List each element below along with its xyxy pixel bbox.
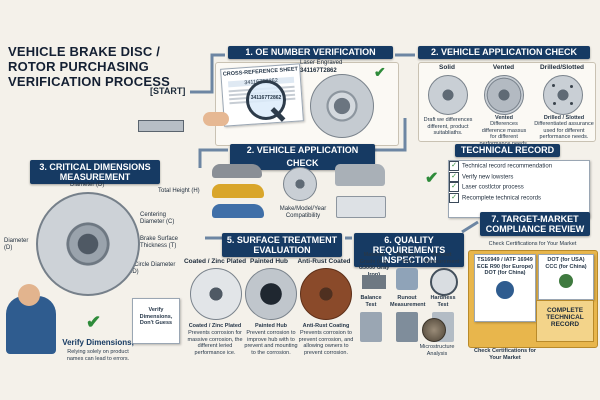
drilled-caption: Differentiated assurance used for differ… (534, 121, 594, 140)
verify-check-icon: ✔ (86, 312, 102, 332)
verify-caption: Relying solely on product names can lead… (66, 349, 130, 362)
tech-record-item: ✓Verify new lowsters (449, 171, 589, 183)
drilled-caption-title: Drilled / Slotted (543, 115, 585, 121)
complete-record-label: COMPLETE TECHNICAL RECORD (546, 307, 584, 328)
cert-right: DOT (for USA) CCC (for China) (538, 254, 594, 300)
solid-rotor-icon (428, 75, 468, 115)
tech-record-item: ✓Technical record recommendation (449, 161, 589, 172)
cert-left: TS16949 / IATF 16949 ECE R90 (for Europe… (474, 254, 536, 322)
suv-icon (335, 164, 385, 186)
tech-record-item: ✓Recomplete technical records (449, 192, 589, 204)
step7-bottom-caption: Check Certifications for Your Market (473, 348, 537, 361)
microstructure-icon (422, 318, 446, 342)
balance-top-label: Balance Test (396, 252, 418, 265)
cert-left-line: TS16949 / IATF 16949 (477, 257, 533, 263)
coated-rotor-icon (190, 268, 242, 320)
cert-right-line: CCC (for China) (545, 263, 587, 270)
antirust-caption-title: Anti-Rust Coating (302, 323, 350, 329)
clipboard-text: Verify Dimensions, Don't Guess (139, 307, 173, 326)
magnifier-code: 341167T2862 (250, 95, 282, 101)
balance-machine-icon (396, 268, 418, 290)
magnifier: 341167T2862 (246, 80, 286, 120)
check-icon: ✔ (374, 64, 386, 80)
coated-caption-title: Coated / Zinc Plated (188, 323, 242, 329)
cert-seal-icon (559, 274, 573, 288)
tech-record-item: ✓Laser costlctor process (449, 182, 589, 193)
measured-rotor-icon (36, 192, 140, 296)
runout-tester-icon (396, 312, 418, 342)
step7-subtitle: Check Certifications for Your Market (488, 241, 577, 247)
compat-rotor-icon (283, 167, 317, 201)
car-blue-icon (212, 204, 264, 218)
painted-caption: Prevent corrosion to improve hub with to… (244, 330, 298, 356)
tech-record-banner: TECHNICAL RECORD (455, 144, 560, 157)
hardness-label: Hardness Test (430, 295, 456, 308)
vented-rotor-icon (484, 75, 524, 115)
complete-record-tab: COMPLETE TECHNICAL RECORD (536, 300, 594, 342)
gray-iron-block-icon (362, 275, 386, 289)
step6-banner: 6. QUALITY REQUIREMENTS INSPECTION (354, 233, 464, 267)
step1-banner: 1. OE NUMBER VERIFICATION (228, 46, 393, 59)
balance-tester-icon (360, 312, 382, 342)
laser-code: 341167T2862 (300, 68, 337, 74)
antirust-label: Anti-Rust Coated (297, 258, 351, 265)
dim-centering: Centering Diameter (C) (140, 212, 175, 225)
cert-right-line: DOT (for USA) (547, 257, 585, 263)
cert-left-line: ECE R90 (for Europe) (477, 263, 533, 270)
record-check-icon: ✔ (425, 170, 439, 187)
type-solid-label: Solid (439, 64, 455, 71)
car-sedan-icon (212, 164, 262, 178)
microstructure-label: Microstructure Analysis (419, 344, 455, 357)
step2a-banner: 2. VEHICLE APPLICATION CHECK (418, 46, 590, 59)
painted-rotor-icon (245, 268, 297, 320)
coated-caption: Prevents corrosion for massive corrosion… (187, 330, 243, 356)
coated-label: Coated / Zinc Plated (183, 258, 247, 265)
hand-icon (203, 112, 229, 126)
type-vented-label: Vented (492, 64, 515, 71)
vented-caption-title: Vented (494, 115, 514, 121)
page-title: VEHICLE BRAKE DISC / ROTOR PURCHASING VE… (8, 44, 170, 89)
verify-title: Verify Dimensions, (62, 338, 134, 347)
mechanic-head (18, 284, 40, 306)
step5-banner: 5. SURFACE TREATMENT EVALUATION (222, 233, 342, 257)
oe-rotor-icon (310, 74, 374, 138)
balance-bottom-label: Balance Test (360, 295, 382, 308)
cert-left-line: DOT (for China) (484, 270, 526, 276)
dim-total-height: Total Height (H) (158, 188, 200, 194)
drilled-rotor-icon (543, 75, 583, 115)
solid-caption: Draft we differences different, product … (423, 117, 473, 136)
caliper-icon (138, 120, 184, 132)
material-grade-label: Material Grade (e.g. G3000 Gray Iron) (358, 252, 390, 278)
compat-label: Make/Model/Year Compatibility (279, 206, 327, 219)
runout-top-label: Runout Measurement (424, 252, 460, 265)
painted-caption-title: Painted Hub (254, 323, 288, 329)
antirust-caption: Prevents corrosion to prevent corrosion,… (298, 330, 354, 356)
laser-label: Laser Engraved (300, 60, 343, 66)
type-drilled-label: Drilled/Slotted (539, 64, 585, 71)
cert-seal-icon (496, 280, 514, 299)
step7-banner: 7. TARGET-MARKET COMPLIANCE REVIEW (480, 212, 590, 236)
painted-label: Painted Hub (250, 258, 288, 265)
start-label: [START] (150, 86, 186, 96)
runout-gauge-icon (430, 268, 458, 296)
dim-brake-surface: Brake Surface Thickness (T) (140, 236, 179, 249)
vented-caption: Differences difference massus for differ… (480, 121, 529, 147)
dim-diameter-left: Diameter (D) (4, 238, 29, 251)
truck-icon (336, 196, 386, 218)
tech-record-clipboard: ✓Technical record recommendation ✓Verify… (448, 160, 590, 218)
verify-clipboard: Verify Dimensions, Don't Guess (132, 298, 180, 344)
dim-diameter-top: Diameter (D) (70, 182, 105, 188)
step3-banner: 3. CRITICAL DIMENSIONS MEASUREMENT (30, 160, 160, 184)
runout-bottom-label: Runout Measurement (390, 295, 426, 308)
car-yellow-icon (212, 184, 264, 198)
antirust-rotor-icon (300, 268, 352, 320)
